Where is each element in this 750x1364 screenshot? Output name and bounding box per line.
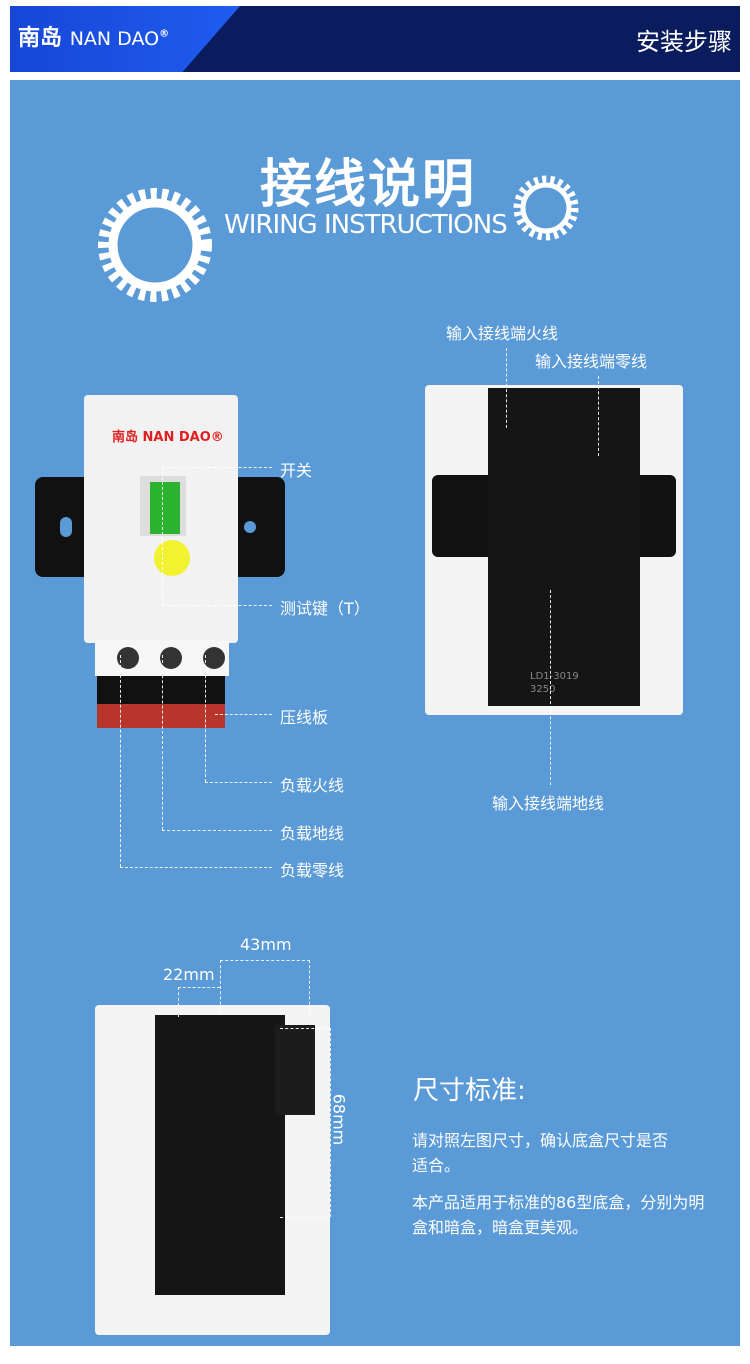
size-heading: 尺寸标准:	[413, 1076, 526, 1106]
label-clamp-plate: 压线板	[280, 708, 329, 727]
size-paragraph-2: 本产品适用于标准的86型底盒，分别为明盒和暗盒，暗盒更美观。	[412, 1193, 705, 1237]
header-title: 安装步骤	[636, 28, 732, 56]
label-load-neutral: 负载零线	[280, 861, 345, 880]
label-test-key: 测试键（T）	[280, 599, 370, 618]
label-switch: 开关	[280, 461, 313, 480]
label-input-live: 输入接线端火线	[446, 324, 559, 343]
switch-lever	[150, 482, 180, 534]
size-paragraph-1: 请对照左图尺寸，确认底盒尺寸是否适合。	[412, 1131, 669, 1175]
product-brand: 南岛 NAN DAO®	[112, 430, 224, 445]
label-input-neutral: 输入接线端零线	[535, 352, 648, 371]
dimension-height: 68mm	[329, 1093, 349, 1146]
brand-logo: 南岛 NAN DAO®	[18, 26, 170, 51]
gear-icon	[98, 188, 212, 302]
dimension-width-half: 22mm	[163, 965, 215, 984]
test-button	[154, 540, 190, 576]
section-title: 接线说明	[260, 155, 477, 215]
section-subtitle: WIRING INSTRUCTIONS	[224, 210, 508, 240]
content-area: 接线说明 WIRING INSTRUCTIONS 南岛 NAN DAO® 开关 …	[10, 80, 740, 1346]
label-load-ground: 负载地线	[280, 824, 345, 843]
label-load-live: 负载火线	[280, 776, 345, 795]
dimension-width-total: 43mm	[240, 935, 292, 954]
gear-icon	[513, 175, 579, 241]
header-bar: 南岛 NAN DAO® 安装步骤	[10, 6, 740, 72]
label-input-ground: 输入接线端地线	[492, 794, 605, 813]
